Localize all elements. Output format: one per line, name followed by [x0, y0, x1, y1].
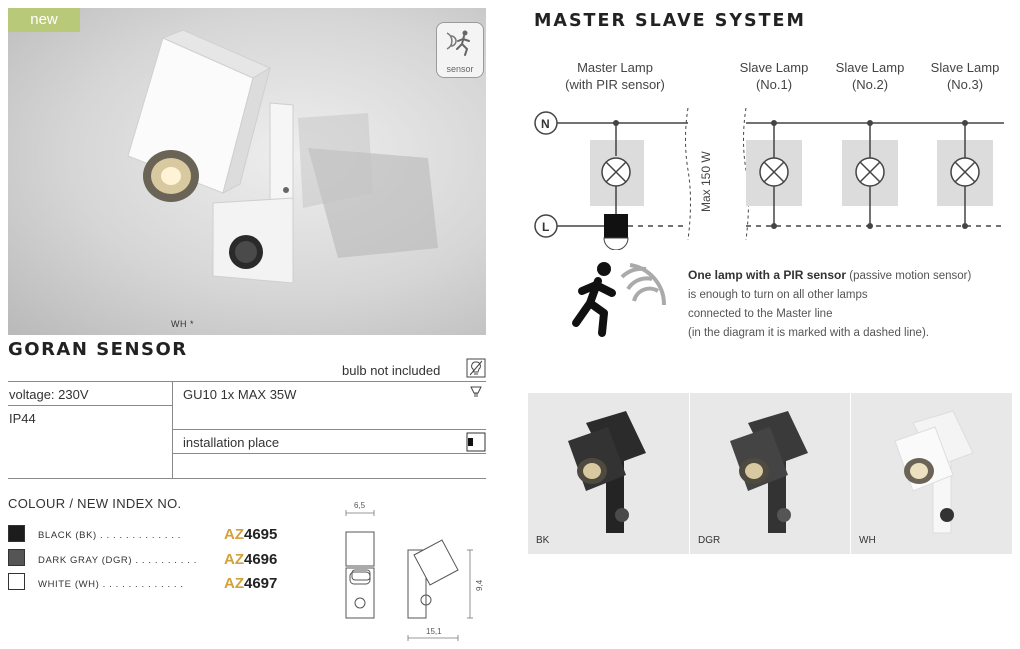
- l-line-label: L: [542, 220, 549, 234]
- spec-table-top-rule: [8, 381, 486, 382]
- variant-label: DGR: [698, 535, 721, 546]
- spec-table-bottom-rule: [8, 478, 486, 479]
- colour-index-code: AZ4695: [224, 526, 278, 543]
- slave-lamp-symbol: [842, 120, 898, 229]
- lamp-illustration: [127, 29, 438, 284]
- variant-label: BK: [536, 535, 550, 546]
- bulb-note: bulb not included: [342, 363, 441, 378]
- colour-name: DARK GRAY (DGR) . . . . . . . . . .: [38, 555, 197, 566]
- spec-table-rule: [172, 429, 486, 430]
- n-line-label: N: [541, 117, 550, 131]
- slave-lamp-symbol: [746, 120, 802, 229]
- spec-table-divider: [172, 381, 173, 478]
- wall-mount-icon: [466, 432, 486, 452]
- bulb-not-included-icon: [466, 358, 486, 378]
- colour-heading: COLOUR / NEW INDEX NO.: [8, 496, 182, 511]
- dimension-height: 9,4: [475, 579, 484, 591]
- slave-lamp-label: Slave Lamp(No.1): [739, 60, 809, 92]
- sensor-badge-label: sensor: [446, 64, 474, 74]
- dimension-drawing: 6,5 9,4 15,1: [345, 501, 484, 641]
- colour-index-code: AZ4697: [224, 575, 278, 592]
- spec-table-rule: [8, 405, 172, 406]
- new-badge: new: [8, 8, 80, 32]
- variant-photo-bk: BK: [528, 393, 689, 554]
- motion-sensor-icon: [446, 30, 470, 56]
- sensor-badge: sensor: [436, 22, 484, 78]
- lamp-variant-image: [894, 410, 974, 534]
- photo-caption: WH *: [171, 319, 194, 329]
- colour-swatch-dark-gray: [8, 549, 25, 566]
- master-lamp-label: Master Lamp (with PIR sensor): [565, 60, 665, 92]
- dimension-bottom-width: 15,1: [426, 627, 442, 636]
- spec-ip: IP44: [9, 411, 36, 426]
- slave-lamp-symbol: [937, 120, 993, 229]
- variant-photo-dgr: DGR: [690, 393, 850, 554]
- colour-swatch-white: [8, 573, 25, 590]
- lamp-variant-image: [730, 411, 808, 533]
- variant-label: WH: [859, 535, 876, 546]
- dimension-top-width: 6,5: [354, 501, 366, 510]
- slave-lamp-label: Slave Lamp(No.3): [930, 60, 1000, 92]
- pir-description: One lamp with a PIR sensor (passive moti…: [688, 268, 972, 339]
- product-photo: new sensor WH *: [8, 8, 486, 335]
- wiring-diagram: N L Max 150 W: [534, 107, 1004, 250]
- gu10-bulb-icon: [470, 386, 482, 397]
- product-title: GORAN SENSOR: [8, 339, 188, 360]
- spec-voltage: voltage: 230V: [9, 387, 89, 402]
- master-slave-title: MASTER SLAVE SYSTEM: [534, 11, 806, 31]
- spec-bulb: GU10 1x MAX 35W: [183, 387, 297, 402]
- colour-name: BLACK (BK) . . . . . . . . . . . . .: [38, 530, 182, 541]
- colour-index-code: AZ4696: [224, 551, 278, 568]
- slave-lamp-label: Slave Lamp(No.2): [835, 60, 905, 92]
- running-person-icon: [572, 262, 667, 337]
- variant-photo-wh: WH: [851, 393, 1012, 554]
- colour-swatch-black: [8, 525, 25, 542]
- colour-name: WHITE (WH) . . . . . . . . . . . . .: [38, 579, 184, 590]
- lamp-variant-image: [568, 411, 646, 533]
- max-load-label: Max 150 W: [699, 151, 713, 212]
- spec-table-rule: [172, 453, 486, 454]
- spec-installation: installation place: [183, 435, 280, 450]
